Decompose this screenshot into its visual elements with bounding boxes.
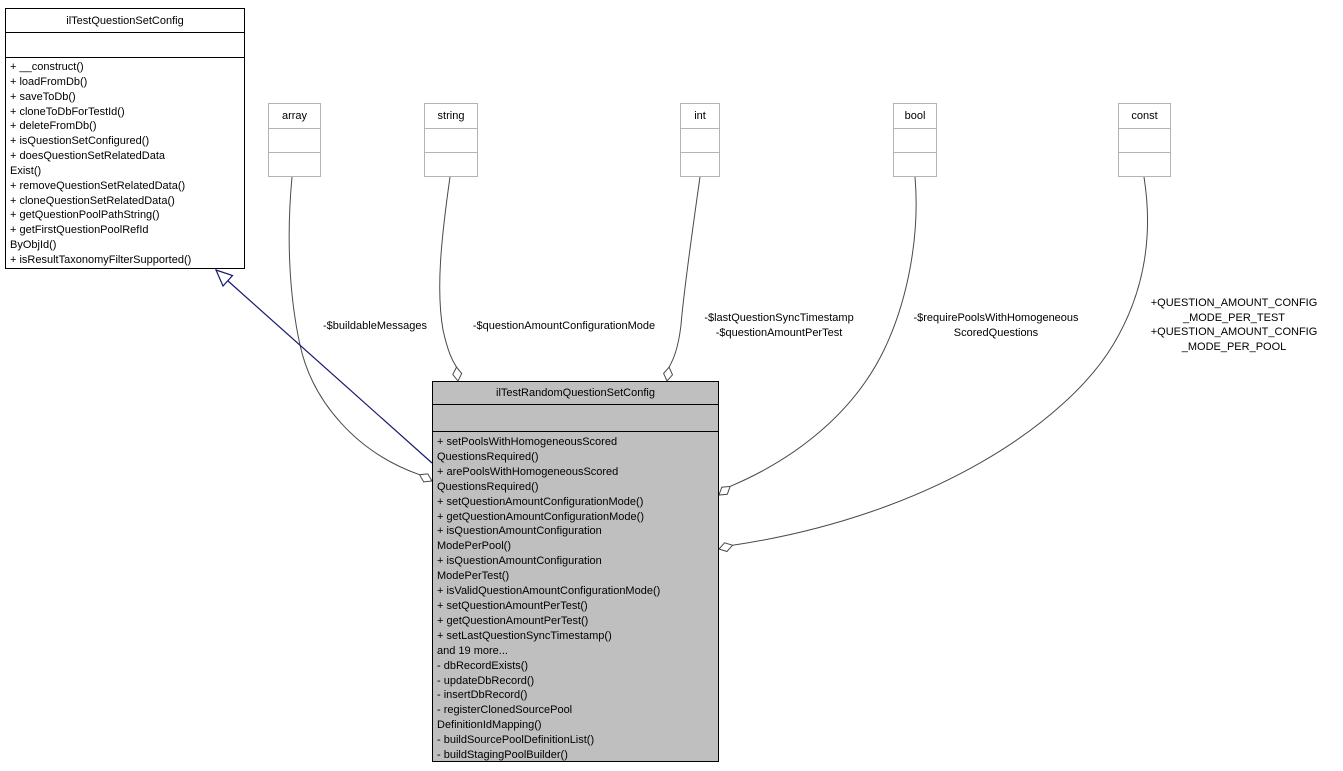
type-title: const xyxy=(1119,104,1170,129)
inheritance-arrowhead xyxy=(214,269,234,288)
type-row-empty xyxy=(894,153,936,176)
class-box-ilTestQuestionSetConfig[interactable]: ilTestQuestionSetConfig + __construct() … xyxy=(5,8,245,269)
type-box-string: string xyxy=(424,103,478,177)
type-row-empty xyxy=(269,153,320,176)
aggregation-diamond-string xyxy=(452,366,463,382)
type-box-array: array xyxy=(268,103,321,177)
edge-label-questionAmountConfigurationMode: -$questionAmountConfigurationMode xyxy=(472,320,656,332)
type-row-empty xyxy=(681,153,719,176)
edge-string-aggregation xyxy=(439,176,457,368)
edge-const-aggregation xyxy=(732,176,1149,546)
type-row-empty xyxy=(681,129,719,153)
type-title: string xyxy=(425,104,477,129)
type-title: int xyxy=(681,104,719,129)
type-row-empty xyxy=(1119,153,1170,176)
type-box-bool: bool xyxy=(893,103,937,177)
class-box-ilTestRandomQuestionSetConfig[interactable]: ilTestRandomQuestionSetConfig + setPools… xyxy=(432,381,719,762)
type-box-int: int xyxy=(680,103,720,177)
edge-bool-aggregation xyxy=(729,176,917,487)
edge-label-lastQuestionSyncTimestamp: -$lastQuestionSyncTimestamp -$questionAm… xyxy=(704,312,854,339)
class-methods-list: + __construct() + loadFromDb() + saveToD… xyxy=(10,61,192,266)
type-title: bool xyxy=(894,104,936,129)
class-title-ilTestQuestionSetConfig: ilTestQuestionSetConfig xyxy=(6,9,244,33)
class-attributes-empty xyxy=(6,33,244,58)
aggregation-diamond-bool xyxy=(718,485,731,496)
aggregation-diamond-const xyxy=(718,542,734,553)
edge-int-aggregation xyxy=(668,176,701,368)
edge-label-buildableMessages: -$buildableMessages xyxy=(323,320,427,332)
class-attributes-empty xyxy=(433,405,718,432)
type-row-empty xyxy=(1119,129,1170,153)
type-row-empty xyxy=(425,153,477,176)
type-row-empty xyxy=(894,129,936,153)
type-box-const: const xyxy=(1118,103,1171,177)
type-row-empty xyxy=(425,129,477,153)
type-title: array xyxy=(269,104,320,129)
edge-label-requirePoolsWithHomogeneousScoredQuestions: -$requirePoolsWithHomogeneous ScoredQues… xyxy=(913,312,1079,339)
edge-label-question-amount-config-constants: +QUESTION_AMOUNT_CONFIG _MODE_PER_TEST +… xyxy=(1150,297,1318,353)
aggregation-diamond-int xyxy=(663,366,674,382)
aggregation-diamond-array xyxy=(418,473,433,483)
class-methods-list: + setPoolsWithHomogeneousScored Question… xyxy=(437,436,661,762)
class-title-ilTestRandomQuestionSetConfig: ilTestRandomQuestionSetConfig xyxy=(433,382,718,405)
type-row-empty xyxy=(269,129,320,153)
edge-inheritance xyxy=(227,280,433,464)
